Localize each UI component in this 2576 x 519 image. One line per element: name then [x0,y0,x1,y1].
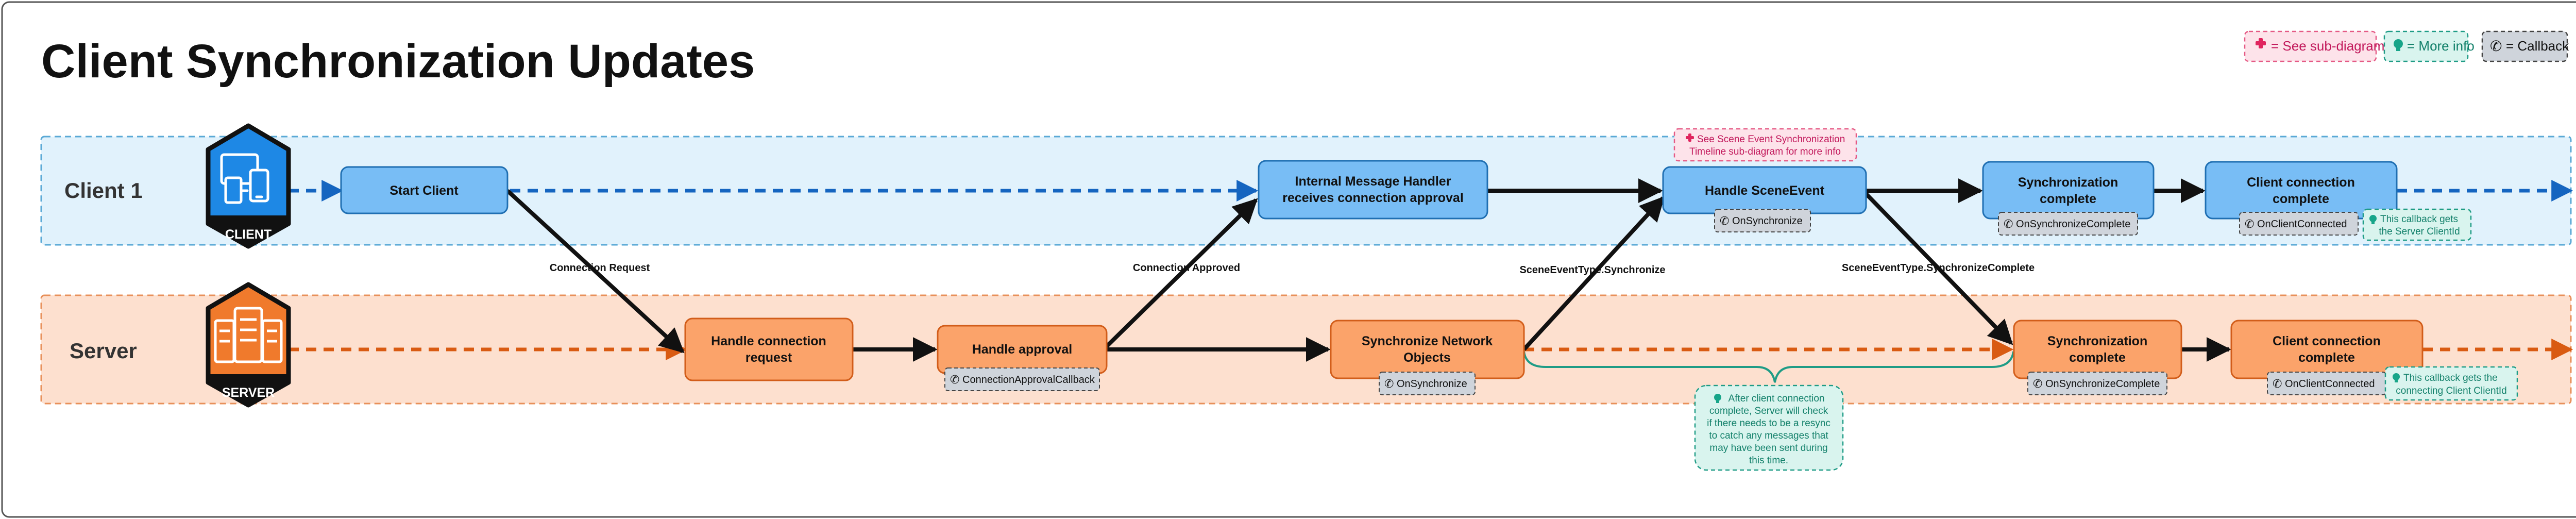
legend-sub-diagram: = See sub-diagram [2244,30,2384,62]
callback-client-on-synchronize-label: OnSynchronize [1732,215,1803,227]
legend-more-info-label: = More info [2407,38,2475,54]
legend-sub-diagram-label: = See sub-diagram [2271,38,2384,54]
arrow-sync-objects-to-scene-event [1522,196,1665,351]
node-sync-objects-line-2: Objects [1403,350,1451,365]
devices-icon [220,153,269,204]
server-callback-note-line-1: This callback gets the [2403,373,2498,383]
node-server-sync-complete[interactable]: Synchronization complete [2013,320,2182,379]
server-callback-note-line-2: connecting Client ClientId [2396,386,2506,396]
callback-connection-approval: ✆ ConnectionApprovalCallback [944,367,1100,391]
node-handle-approval-label: Handle approval [972,342,1073,357]
client-lane-label: Client 1 [64,178,143,203]
phone-icon: ✆ [1384,377,1394,390]
node-handle-request-line-2: request [745,350,792,365]
callback-server-on-synchronize-complete-label: OnSynchronizeComplete [2045,378,2160,390]
server-callback-note: This callback gets the connecting Client… [2384,366,2518,401]
flow-arrows [506,178,2231,362]
arrow-approval-to-handler [1105,198,1258,348]
client-callback-note-line-1: This callback gets [2380,214,2458,225]
resync-note-line-6: this time. [1749,455,1788,466]
resync-brace [1523,351,2014,383]
callback-client-on-synchronize-complete-label: OnSynchronizeComplete [2016,219,2130,230]
phone-icon: ✆ [2245,217,2254,230]
edge-label-synchronize-complete: SceneEventType.SynchronizeComplete [1842,262,2035,274]
node-synchronize-network-objects[interactable]: Synchronize Network Objects [1330,320,1525,379]
lightbulb-icon [2393,373,2400,382]
callback-server-on-synchronize-label: OnSynchronize [1397,378,1467,390]
callback-client-on-client-connected-label: OnClientConnected [2257,219,2347,230]
client-callback-note-line-2: the Server ClientId [2379,226,2460,237]
plus-icon [2256,38,2266,48]
node-client-connected-line-1: Client connection [2247,175,2355,190]
scene-event-note-line-2: Timeline sub-diagram for more info [1689,146,1841,157]
phone-icon: ✆ [950,373,959,386]
callback-client-on-client-connected: ✆ OnClientConnected [2239,212,2359,236]
callback-server-on-synchronize-complete: ✆ OnSynchronizeComplete [2027,372,2167,395]
legend-callback-label: = Callback [2506,38,2569,54]
node-server-sync-line-2: complete [2069,350,2126,365]
client-badge-label: CLIENT [225,227,272,242]
edge-label-connection-request: Connection Request [550,262,650,274]
edge-label-connection-approved: Connection Approved [1133,262,1240,274]
lightbulb-icon [2369,215,2377,224]
callback-client-on-synchronize: ✆ OnSynchronize [1714,209,1811,232]
node-client-connected-line-2: complete [2273,192,2329,206]
lightbulb-icon [2394,39,2403,51]
lightbulb-icon [1714,394,1721,403]
phone-icon: ✆ [1720,214,1729,227]
node-internal-handler-line-1: Internal Message Handler [1295,174,1451,189]
plus-icon [1686,133,1694,142]
node-server-sync-line-1: Synchronization [2047,334,2147,348]
edge-label-synchronize: SceneEventType.Synchronize [1519,264,1665,276]
node-client-sync-line-2: complete [2040,192,2096,206]
node-handle-connection-request[interactable]: Handle connection request [684,317,854,381]
callback-connection-approval-label: ConnectionApprovalCallback [962,374,1095,386]
node-sync-objects-line-1: Synchronize Network [1362,334,1493,348]
diagram-title: Client Synchronization Updates [41,35,755,88]
node-server-connected-line-1: Client connection [2273,334,2381,348]
phone-icon: ✆ [2033,377,2042,390]
client-badge: CLIENT [206,123,291,249]
callback-server-on-client-connected: ✆ OnClientConnected [2267,372,2386,395]
resync-note-line-4: to catch any messages that [1709,430,1828,441]
callback-server-on-client-connected-label: OnClientConnected [2285,378,2375,390]
arrow-start-to-handle-request [506,189,685,354]
node-start-client-label: Start Client [389,183,459,198]
resync-note-line-3: if there needs to be a resync [1707,418,1831,429]
node-client-connection-complete[interactable]: Client connection complete [2205,161,2398,220]
node-internal-message-handler[interactable]: Internal Message Handler receives connec… [1258,160,1488,220]
phone-icon: ✆ [2273,377,2282,390]
resync-note-line-5: may have been sent during [1709,443,1827,454]
resync-note-line-1: After client connection [1728,393,1825,404]
server-badge-label: SERVER [222,386,275,400]
scene-event-note-line-1: See Scene Event Synchronization [1697,134,1845,145]
node-start-client[interactable]: Start Client [340,166,509,214]
node-handle-approval[interactable]: Handle approval [937,325,1108,374]
resync-note-line-2: complete, Server will check [1709,406,1828,416]
resync-note: After client connection complete, Server… [1694,384,1844,471]
legend-callback: ✆ = Callback [2481,30,2569,62]
phone-icon: ✆ [2490,38,2502,54]
server-lane-label: Server [70,339,137,363]
legend-more-info: = More info [2383,30,2475,62]
callback-client-on-synchronize-complete: ✆ OnSynchronizeComplete [1998,212,2138,236]
node-handle-scene-event[interactable]: Handle SceneEvent [1662,166,1867,214]
node-handle-scene-event-label: Handle SceneEvent [1705,183,1825,198]
node-client-sync-line-1: Synchronization [2018,175,2118,190]
phone-icon: ✆ [2004,217,2013,230]
node-client-sync-complete[interactable]: Synchronization complete [1982,161,2155,220]
client-callback-note: This callback gets the Server ClientId [2362,208,2472,241]
scene-event-note: See Scene Event Synchronization Timeline… [1673,128,1857,162]
server-rack-icon [214,307,283,363]
node-internal-handler-line-2: receives connection approval [1282,191,1464,205]
node-server-connected-line-2: complete [2298,350,2355,365]
legend: = See sub-diagram = More info ✆ = Callba… [2244,30,2569,62]
server-badge: SERVER [206,282,291,408]
node-handle-request-line-1: Handle connection [711,334,826,348]
callback-server-on-synchronize: ✆ OnSynchronize [1379,372,1476,395]
arrow-scene-event-to-server-sync [1865,192,2013,345]
